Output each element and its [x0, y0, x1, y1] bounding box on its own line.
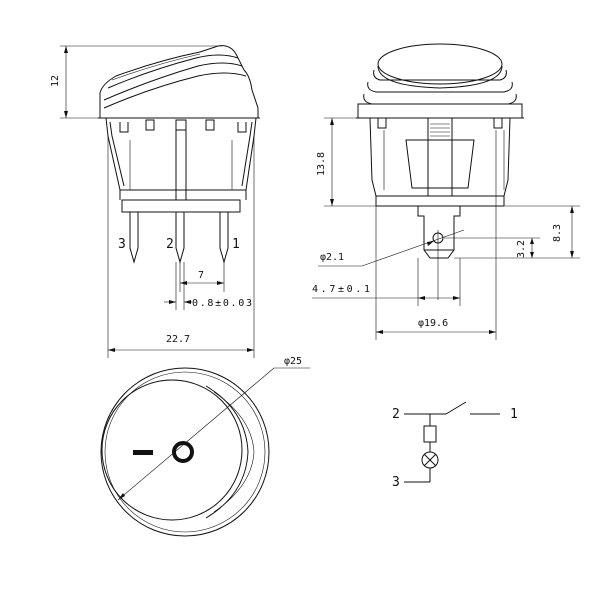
terminal-label-2: 2	[392, 407, 400, 422]
body-height-dim: 13.8	[316, 152, 327, 176]
pitch-dim: 7	[198, 270, 204, 281]
width-dim: 22.7	[166, 334, 190, 345]
height-dim: 12	[50, 75, 61, 87]
off-symbol-icon	[133, 450, 153, 455]
bezel-dia-dim: φ25	[284, 356, 302, 367]
tab-width-dim: 4.7±0.1	[312, 284, 370, 295]
on-symbol-icon	[172, 441, 194, 463]
pin-label-1: 1	[232, 237, 240, 252]
hole-offset-dim: 3.2	[516, 240, 527, 258]
pin-width-dim: 0.8±0.03	[192, 298, 252, 309]
resistor-icon	[423, 425, 437, 443]
pin-label-2: 2	[166, 237, 174, 252]
terminal-label-3: 3	[392, 475, 400, 490]
body-dia-dim: φ19.6	[418, 318, 448, 329]
pin-label-3: 3	[118, 237, 126, 252]
front-view: 13.8 8.3 3.2 φ2.1 4.7±0.1 φ19.6	[312, 43, 580, 340]
terminal-label-1: 1	[510, 407, 518, 422]
tab-length-dim: 8.3	[552, 224, 563, 242]
circuit-schematic: 2 1 3	[392, 401, 518, 490]
hole-dia-dim: φ2.1	[320, 252, 344, 263]
side-view: 3 2 1 12 7 0.8±0.03 22.7	[50, 45, 260, 358]
top-view: φ25	[100, 356, 310, 537]
